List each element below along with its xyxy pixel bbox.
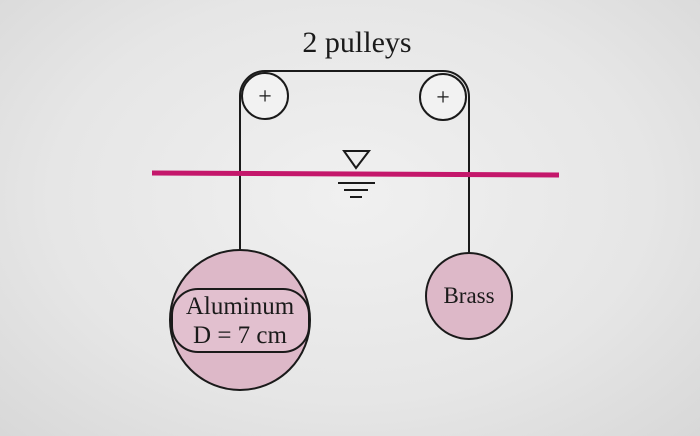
brass-label: Brass bbox=[443, 283, 494, 308]
pulley-right-icon: + bbox=[419, 73, 467, 121]
pulley-left-icon: + bbox=[241, 72, 289, 120]
diagram-title: 2 pulleys bbox=[302, 26, 411, 59]
aluminum-label-line2: D = 7 cm bbox=[193, 322, 287, 349]
water-surface-symbol-icon bbox=[338, 150, 375, 198]
aluminum-sphere: Aluminum D = 7 cm bbox=[169, 249, 311, 391]
water-surface-line bbox=[151, 170, 560, 178]
brass-sphere: Brass bbox=[425, 252, 513, 340]
pulley-left-symbol: + bbox=[258, 84, 272, 110]
aluminum-label-line1: Aluminum bbox=[186, 293, 295, 320]
pulley-right-symbol: + bbox=[436, 85, 450, 111]
rope-top bbox=[239, 70, 470, 98]
aluminum-label-box bbox=[171, 288, 310, 353]
